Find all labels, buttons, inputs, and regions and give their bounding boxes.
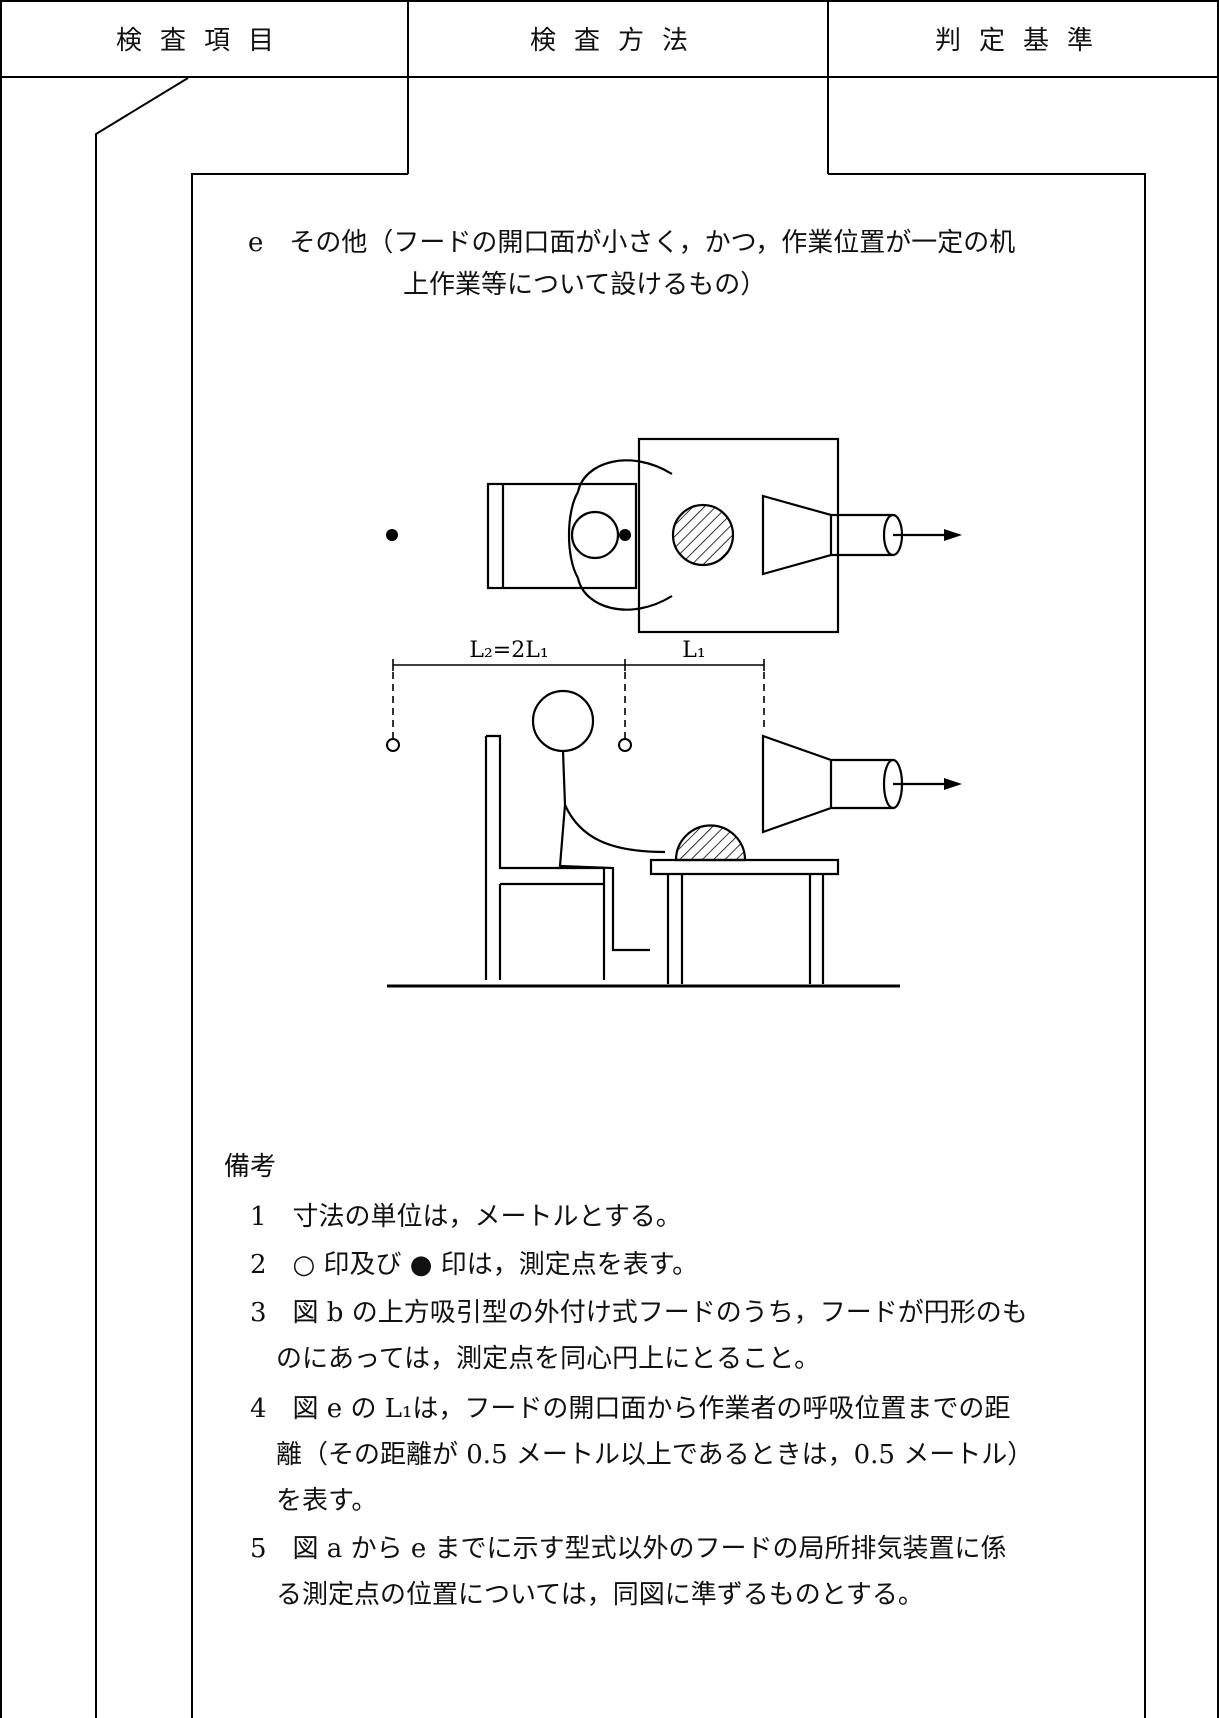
note-2: 2 ○ 印及び ● 印は，測定点を表す。 [250,1250,699,1280]
table-right-border [1217,0,1219,1718]
hood-sideview [761,734,833,834]
arms-topview [576,459,673,611]
content-box-outline [191,173,408,1718]
duct-topview [831,513,893,557]
note-4-line1: 4 図 e の L₁は，フードの開口面から作業者の呼吸位置までの距 [250,1394,1011,1424]
table-top-border [0,0,1219,2]
header-inspection-item: 検査項目 [0,0,408,76]
header-bottom-border [0,76,1219,78]
header-judgment-criteria: 判定基準 [828,0,1218,76]
section-title-line2: 上作業等について設けるもの） [403,270,767,300]
note-3-line2: のにあっては，測定点を同心円上にとること。 [276,1344,821,1374]
column-divider-1 [407,0,409,174]
measurement-point-open-2 [618,738,632,752]
measurement-point-filled-1 [386,529,398,541]
header-inspection-method: 検査方法 [408,0,828,76]
arrow-topview-head [944,529,962,541]
header-col3-label: 判定基準 [934,25,1111,56]
duct-sideview [831,758,893,810]
note-4-line2: 離（その距離が 0.5 メートル以上であるときは，0.5 メートル） [276,1440,1034,1470]
arm-left-topview [567,491,579,579]
measurement-point-open-1 [386,738,400,752]
chair-sideview [484,734,606,980]
note-4-line3: を表す。 [276,1486,378,1516]
work-object-topview [671,503,735,567]
work-object-sideview [674,824,747,862]
note-5-line1: 5 図 a から e までに示す型式以外のフードの局所排気装置に係 [250,1534,1007,1564]
head-topview [570,510,620,560]
content-box-outline-right [828,173,1146,1718]
label-L2: L₂=2L₁ [469,638,548,663]
hood-topview [761,494,833,576]
column-divider-2 [827,0,829,174]
chair-topview [486,482,638,590]
section-title-line1: e その他（フードの開口面が小さく，かつ，作業位置が一定の机 [248,228,1016,258]
label-L1: L₁ [682,638,705,663]
note-3-line1: 3 図 b の上方吸引型の外付け式フードのうち，フードが円形のも [250,1298,1028,1328]
note-5-line2: る測定点の位置については，同図に準ずるものとする。 [276,1580,924,1610]
notes-heading: 備考 [224,1152,277,1182]
table-sideview [649,858,840,984]
note-1: 1 寸法の単位は，メートルとする。 [250,1202,682,1232]
header-col1-label: 検査項目 [115,25,292,56]
header-col2-label: 検査方法 [529,25,706,56]
arrow-sideview-head [944,778,962,790]
arm-sideview [563,804,666,854]
table-left-border [0,0,2,1718]
table-topview [637,437,840,634]
figure-e-diagram: L₂=2L₁ L₁ [386,437,962,988]
measurement-point-filled-2 [619,529,631,541]
continuation-bracket [95,77,189,1718]
head-sideview [531,689,595,753]
